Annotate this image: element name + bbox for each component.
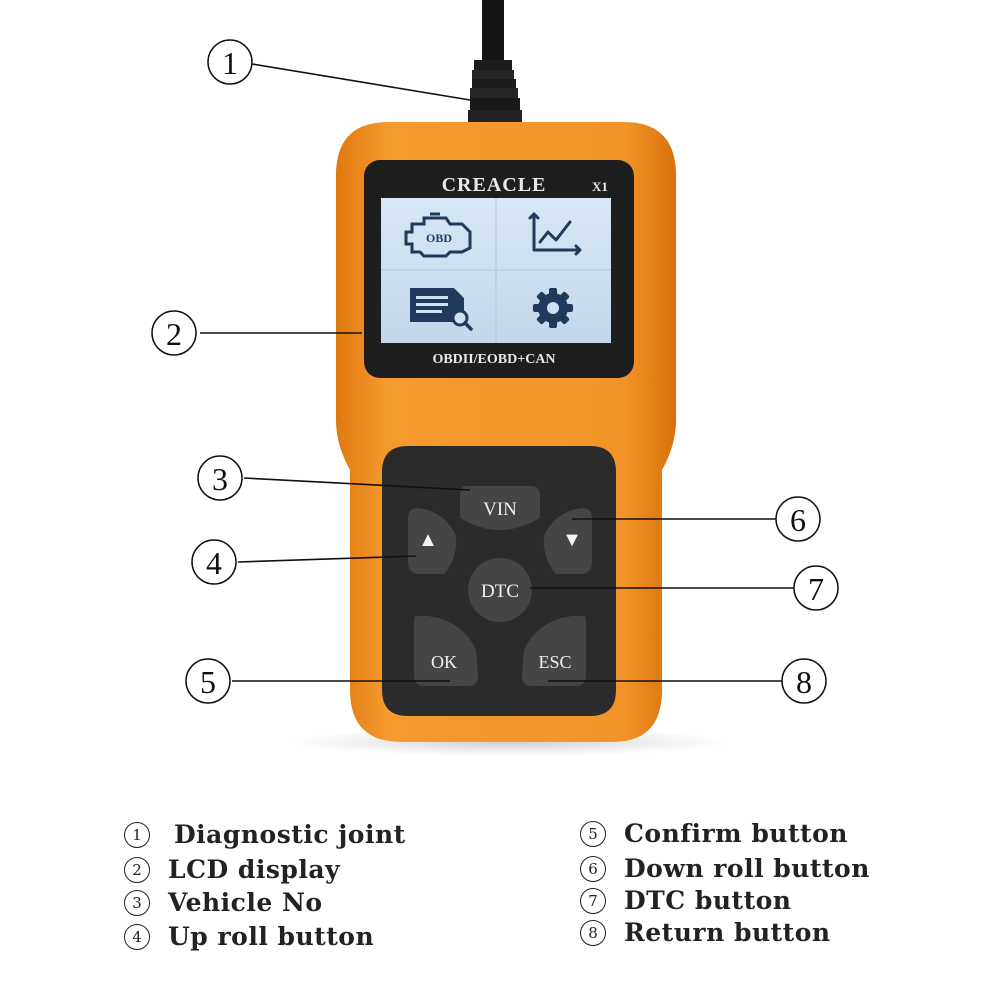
svg-text:4: 4	[206, 545, 222, 581]
dtc-button[interactable]: DTC	[468, 558, 532, 622]
callout-lines	[200, 63, 794, 682]
svg-text:7: 7	[808, 571, 824, 607]
svg-text:5: 5	[200, 664, 216, 700]
cable-strain-relief	[468, 60, 522, 122]
obd-screen-label: OBD	[426, 231, 452, 245]
vin-button[interactable]: VIN	[460, 486, 540, 530]
up-button[interactable]: ▲	[408, 508, 457, 574]
callout-6: 6	[775, 496, 821, 542]
protocol-label: OBDII/EOBD+CAN	[432, 352, 555, 367]
svg-text:3: 3	[212, 461, 228, 497]
vin-button-label: VIN	[483, 499, 517, 520]
callout-3: 3	[197, 455, 243, 501]
gear-icon	[533, 288, 573, 328]
svg-text:8: 8	[796, 664, 812, 700]
callout-8: 8	[781, 658, 827, 704]
report-icon	[410, 288, 473, 331]
callout-2: 2	[151, 310, 197, 356]
cable	[482, 0, 504, 62]
brand-label: CREACLE	[442, 174, 547, 196]
svg-text:2: 2	[166, 316, 182, 352]
svg-text:6: 6	[790, 502, 806, 538]
obd-engine-icon	[404, 212, 472, 258]
esc-button-label: ESC	[538, 652, 571, 672]
chart-icon	[528, 212, 582, 256]
callout-4: 4	[191, 539, 237, 585]
down-button[interactable]: ▼	[543, 508, 592, 574]
model-label: X1	[592, 179, 608, 194]
callout-1: 1	[207, 39, 253, 85]
callout-7: 7	[793, 565, 839, 611]
esc-button[interactable]: ESC	[522, 616, 586, 686]
ok-button-label: OK	[431, 652, 457, 672]
dtc-button-label: DTC	[481, 581, 519, 602]
down-arrow-icon: ▼	[562, 529, 582, 551]
callout-5: 5	[185, 658, 231, 704]
ok-button[interactable]: OK	[414, 616, 478, 686]
up-arrow-icon: ▲	[418, 529, 438, 551]
svg-text:1: 1	[222, 45, 238, 81]
